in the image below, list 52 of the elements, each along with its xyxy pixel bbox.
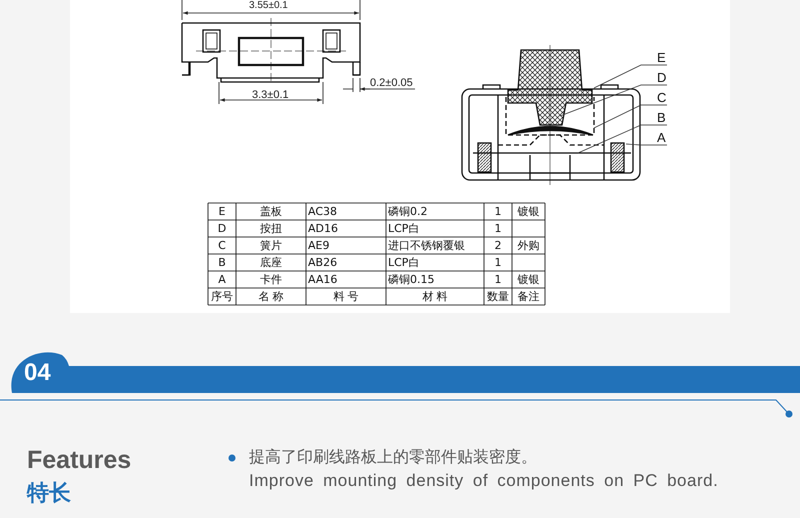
- part-letter: B: [657, 111, 666, 124]
- table-header: 名 称: [257, 291, 285, 302]
- table-cell-text: 镀银: [516, 274, 540, 285]
- feature-text: 提高了印刷线路板上的零部件贴装密度。: [249, 449, 537, 465]
- table-cell-text: 1: [494, 223, 502, 234]
- part-letter: D: [657, 71, 666, 84]
- table-header: 料 号: [332, 291, 360, 302]
- part-letter: A: [657, 131, 666, 144]
- table-cell: 磷铜0.15: [388, 274, 434, 285]
- leader-line: [626, 144, 668, 146]
- table-cell-text: 卡件: [259, 274, 283, 285]
- table-cell-text: 盖板: [259, 206, 283, 217]
- table-cell: AD16: [308, 223, 338, 234]
- table-cell-text: C: [217, 240, 227, 251]
- table-cell-text: 1: [494, 257, 502, 268]
- section-title: Features: [27, 448, 132, 473]
- table-cell-text: 簧片: [259, 240, 283, 251]
- dimension-label: 0.2±0.05: [370, 78, 413, 89]
- table-cell-text: 底座: [259, 257, 283, 268]
- section-number: 04: [24, 361, 51, 385]
- table-cell-text: 按扭: [259, 223, 283, 234]
- leader-line: [560, 84, 668, 116]
- table-cell-text: 外购: [516, 240, 540, 251]
- table-cell: LCP白: [388, 257, 420, 268]
- table-cell-text: 1: [494, 206, 502, 217]
- table-cell-text: D: [216, 223, 228, 234]
- table-cell: AB26: [308, 257, 338, 268]
- table-cell: LCP白: [388, 223, 420, 234]
- table-cell: AE9: [308, 240, 330, 251]
- table-cell-text: E: [218, 206, 226, 217]
- dimension-label: 3.3±0.1: [252, 90, 289, 101]
- table-cell: AC38: [308, 206, 338, 217]
- leader-line: [578, 124, 668, 154]
- table-header: 材 料: [421, 291, 449, 302]
- table-cell: AA16: [308, 274, 338, 285]
- dimension-label: 3.55±0.1: [249, 1, 288, 11]
- part-letter: E: [657, 51, 666, 64]
- table-cell-text: 2: [494, 240, 502, 251]
- table-cell-text: 1: [494, 274, 502, 285]
- table-cell: 磷铜0.2: [388, 206, 428, 217]
- table-header: 数量: [486, 291, 510, 302]
- leader-line: [594, 64, 668, 88]
- table-cell-text: 镀银: [516, 206, 540, 217]
- table-header: 序号: [210, 291, 234, 302]
- section-subtitle: 特长: [27, 483, 71, 505]
- table-header: 备注: [516, 291, 540, 302]
- table-cell-text: B: [217, 257, 227, 268]
- part-letter: C: [657, 91, 666, 104]
- table-cell: 进口不锈钢覆银: [388, 240, 465, 251]
- feature-text: Improve mounting density of components on PC board.: [249, 472, 718, 489]
- leader-line: [594, 104, 668, 128]
- table-cell-text: A: [217, 274, 227, 285]
